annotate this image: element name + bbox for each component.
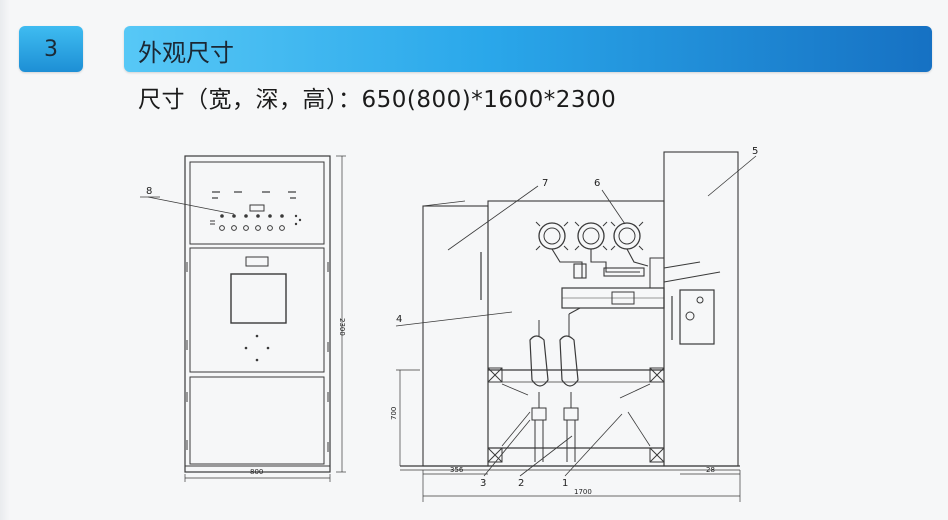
- dimensions-text: 尺寸（宽，深，高）：650(800)*1600*2300: [138, 87, 617, 113]
- side-frame-corner-br: [649, 447, 665, 463]
- side-right-column: [663, 151, 739, 467]
- bushing-group: [535, 221, 644, 251]
- dim-front-width: 800: [250, 468, 263, 476]
- part-label-4: 4: [396, 314, 402, 325]
- front-middle-door: [189, 247, 325, 373]
- label-7-leader: [447, 185, 539, 251]
- label-2-leader: [519, 435, 573, 477]
- label-8-leader: [147, 196, 235, 215]
- front-buttons-row1: [220, 214, 302, 226]
- section-title-bar: 外观尺寸: [124, 26, 932, 72]
- front-nameplate: [245, 256, 269, 267]
- label-3-leader: [483, 419, 531, 477]
- section-title: 外观尺寸: [138, 39, 234, 67]
- insulator-pair: [529, 307, 581, 462]
- dim-front-height: 2300: [338, 318, 346, 336]
- front-display: [249, 204, 265, 212]
- side-frame-corner-tl: [487, 367, 503, 383]
- dim-side-lower-height: 700: [390, 407, 398, 420]
- front-view-window: [230, 273, 287, 324]
- part-label-6: 6: [594, 178, 600, 189]
- front-cabinet-outline: [184, 155, 331, 473]
- part-label-1: 1: [562, 478, 568, 489]
- front-door-fixings: [244, 334, 270, 362]
- front-indicator-marks: [212, 191, 296, 199]
- part-label-3: 3: [480, 478, 486, 489]
- label-4-leader: [395, 311, 513, 327]
- side-frame-corner-tr: [649, 367, 665, 383]
- front-top-panel: [189, 161, 325, 245]
- part-label-8: 8: [146, 186, 152, 197]
- front-bottom-door: [189, 376, 325, 465]
- front-view: [140, 155, 346, 482]
- section-number: 3: [44, 36, 58, 62]
- label-5-leader: [707, 155, 757, 197]
- label-6-leader: [601, 189, 626, 225]
- dim-side-depth: 1700: [574, 488, 592, 496]
- label-1-leader: [564, 413, 623, 477]
- dim-side-right: 28: [706, 466, 715, 474]
- operating-mechanism: [649, 257, 721, 345]
- part-label-2: 2: [518, 478, 524, 489]
- left-edge-strip: [0, 0, 10, 520]
- part-label-5: 5: [752, 146, 758, 157]
- side-view: [395, 151, 757, 502]
- busbar-connections: [551, 248, 649, 279]
- dim-side-left: 356: [450, 466, 464, 474]
- front-buttons-row2: [210, 220, 285, 231]
- section-number-badge: 3: [19, 26, 83, 72]
- part-label-7: 7: [542, 178, 548, 189]
